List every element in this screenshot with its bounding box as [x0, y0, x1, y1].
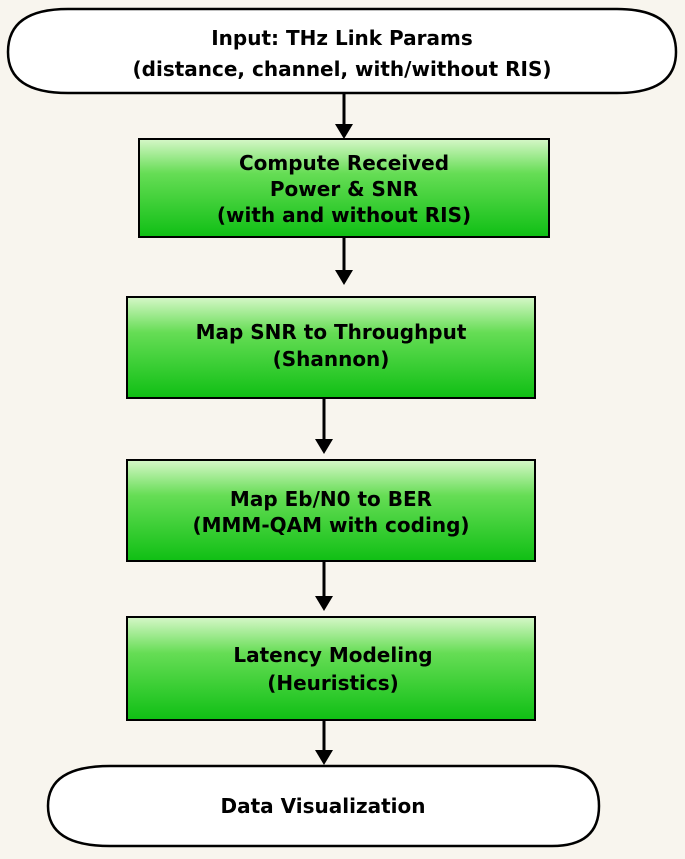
edge-ber-to-latency — [315, 561, 333, 611]
terminal-shape — [6, 7, 678, 95]
node-label-line: Map Eb/N0 to BER — [230, 487, 432, 511]
node-label-line: Power & SNR — [270, 177, 418, 201]
node-input-terminal: Input: THz Link Params (distance, channe… — [6, 7, 678, 95]
process-box — [138, 138, 550, 238]
node-label-line: Latency Modeling — [233, 643, 432, 667]
node-label-line: (distance, channel, with/without RIS) — [133, 57, 552, 81]
node-label-line: (Shannon) — [273, 347, 390, 371]
edge-compute-to-throughput — [335, 237, 353, 285]
terminal-shape — [46, 764, 601, 848]
node-label-line: Map SNR to Throughput — [196, 320, 467, 344]
node-compute-power-snr: Compute Received Power & SNR (with and w… — [138, 138, 550, 238]
node-map-ebn0-ber: Map Eb/N0 to BER (MMM-QAM with coding) — [126, 459, 536, 562]
node-label-line: (with and without RIS) — [217, 203, 471, 227]
node-latency-modeling: Latency Modeling (Heuristics) — [126, 616, 536, 721]
process-box — [126, 459, 536, 562]
node-label-line: Input: THz Link Params — [211, 26, 473, 50]
edge-input-to-compute — [335, 92, 353, 139]
node-map-snr-throughput: Map SNR to Throughput (Shannon) — [126, 296, 536, 399]
process-box — [126, 296, 536, 399]
node-data-visualization-terminal: Data Visualization — [46, 764, 601, 848]
node-label-line: Data Visualization — [221, 794, 426, 818]
node-label-line: Compute Received — [239, 151, 449, 175]
node-label-line: (Heuristics) — [267, 671, 399, 695]
process-box — [126, 616, 536, 721]
edge-throughput-to-ber — [315, 398, 333, 454]
edge-latency-to-visualization — [315, 720, 333, 765]
node-label-line: (MMM-QAM with coding) — [192, 513, 469, 537]
